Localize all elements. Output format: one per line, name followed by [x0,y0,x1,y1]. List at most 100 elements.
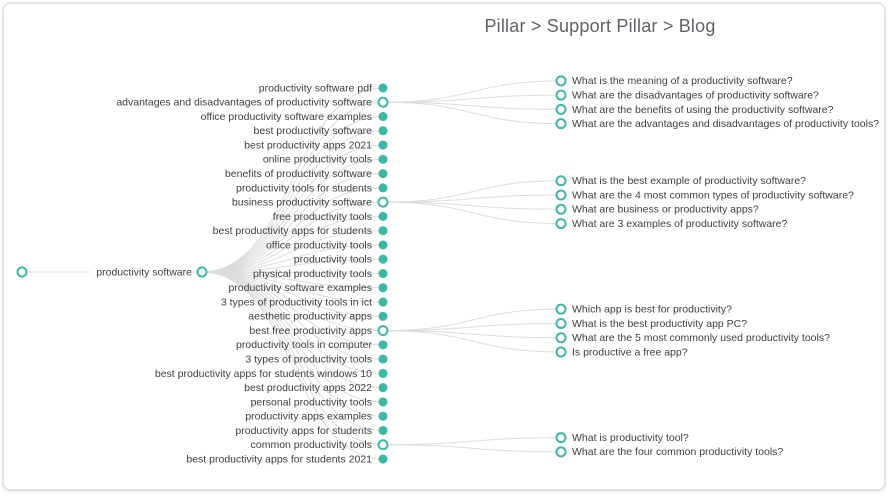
keyword-to-question-link [384,101,562,110]
keyword-label: productivity apps for students [235,425,372,437]
keyword-node-dot[interactable] [378,283,388,293]
keyword-node-dot[interactable] [378,340,388,350]
root-to-keyword-link [201,271,384,289]
keyword-node-dot[interactable] [378,368,388,378]
keyword-node-dot[interactable] [377,325,389,337]
keyword-node-dot[interactable] [378,425,388,435]
keyword-label: productivity apps examples [245,411,372,423]
keyword-to-question-link [384,101,562,125]
tree-root-circle[interactable] [16,266,28,278]
root-label: productivity software [96,266,192,278]
question-label: What are the benefits of using the produ… [572,104,834,116]
question-node-circle[interactable] [555,332,567,344]
keyword-node-dot[interactable] [378,383,388,393]
question-node-circle[interactable] [555,103,567,115]
question-label: What is the best productivity app PC? [572,318,747,330]
root-to-keyword-link [201,271,384,317]
keyword-to-question-link [384,194,562,203]
keyword-label: personal productivity tools [251,396,372,408]
keyword-node-dot[interactable] [377,96,389,108]
keyword-node-dot[interactable] [378,354,388,364]
keyword-node-dot[interactable] [378,140,388,150]
question-label: What are the four common productivity to… [572,446,783,458]
keyword-node-dot[interactable] [378,169,388,179]
keyword-node-dot[interactable] [378,126,388,136]
question-node-circle[interactable] [555,203,567,215]
question-node-circle[interactable] [555,432,567,444]
question-label: What are business or productivity apps? [572,204,759,216]
question-node-circle[interactable] [555,118,567,130]
keyword-node-dot[interactable] [378,269,388,279]
keyword-label: 3 types of productivity tools in ict [221,296,372,308]
question-node-circle[interactable] [555,218,567,230]
root-to-keyword-link [201,271,384,332]
breadcrumb-title: Pillar > Support Pillar > Blog [484,16,716,36]
keyword-label: productivity software examples [228,282,372,294]
question-node-circle[interactable] [555,303,567,315]
keyword-node-dot[interactable] [377,196,389,208]
root-to-keyword-link [201,201,384,273]
keyword-node-dot[interactable] [378,454,388,464]
root-node-circle[interactable] [196,266,208,278]
keyword-node-dot[interactable] [378,411,388,421]
root-label-backdrop [90,264,196,280]
question-node-circle[interactable] [555,75,567,87]
keyword-label: aesthetic productivity apps [248,311,372,323]
keyword-node-dot[interactable] [378,226,388,236]
root-to-keyword-link [201,258,384,273]
question-node-circle[interactable] [555,446,567,458]
root-to-keyword-link [201,230,384,273]
keyword-label: best productivity apps 2022 [244,382,372,394]
question-node-circle[interactable] [555,317,567,329]
question-label: Which app is best for productivity? [572,304,732,316]
keyword-label: best productivity apps for students wind… [155,368,372,380]
root-to-keyword-link [201,116,384,273]
question-label: What are the disadvantages of productivi… [572,89,819,101]
question-node-circle[interactable] [555,175,567,187]
keyword-label: best productivity software [254,125,373,137]
question-node-circle[interactable] [555,89,567,101]
keyword-label: productivity tools for students [236,182,372,194]
keyword-label: productivity software pdf [259,82,372,94]
keyword-node-dot[interactable] [378,397,388,407]
keyword-node-dot[interactable] [378,311,388,321]
keyword-to-question-link [384,308,562,332]
keyword-label: online productivity tools [263,154,372,166]
keyword-label: best productivity apps for students [213,225,372,237]
root-to-keyword-link [201,271,384,360]
question-node-circle[interactable] [555,346,567,358]
question-node-circle[interactable] [555,189,567,201]
root-to-keyword-link [201,144,384,273]
keyword-label: advantages and disadvantages of producti… [116,97,372,109]
root-to-keyword-link [201,244,384,273]
keyword-to-question-link [384,201,562,225]
keyword-node-dot[interactable] [378,211,388,221]
keyword-to-question-link [384,322,562,332]
keyword-node-dot[interactable] [378,183,388,193]
question-label: Is productive a free app? [572,346,688,358]
root-to-keyword-link [201,271,384,460]
question-label: What is productivity tool? [572,432,689,444]
keyword-node-dot[interactable] [378,112,388,122]
keyword-to-question-link [384,330,562,353]
mindmap-frame [2,2,886,491]
root-to-keyword-link [201,87,384,273]
keyword-to-question-link [384,94,562,103]
keyword-node-dot[interactable] [378,154,388,164]
keyword-label: best productivity apps 2021 [244,139,372,151]
keyword-to-question-link [384,180,562,203]
keyword-label: physical productivity tools [253,268,372,280]
keyword-node-dot[interactable] [378,297,388,307]
root-to-keyword-link [201,271,384,346]
question-label: What is the meaning of a productivity so… [572,75,793,87]
keyword-node-dot[interactable] [378,240,388,250]
keyword-label: best free productivity apps [249,325,372,337]
keyword-node-dot[interactable] [378,254,388,264]
root-to-keyword-link [201,271,384,374]
keyword-node-dot[interactable] [378,83,388,93]
keyword-node-dot[interactable] [377,439,389,451]
root-to-keyword-link [201,187,384,273]
root-to-keyword-link [201,173,384,273]
keyword-label: office productivity tools [266,239,372,251]
